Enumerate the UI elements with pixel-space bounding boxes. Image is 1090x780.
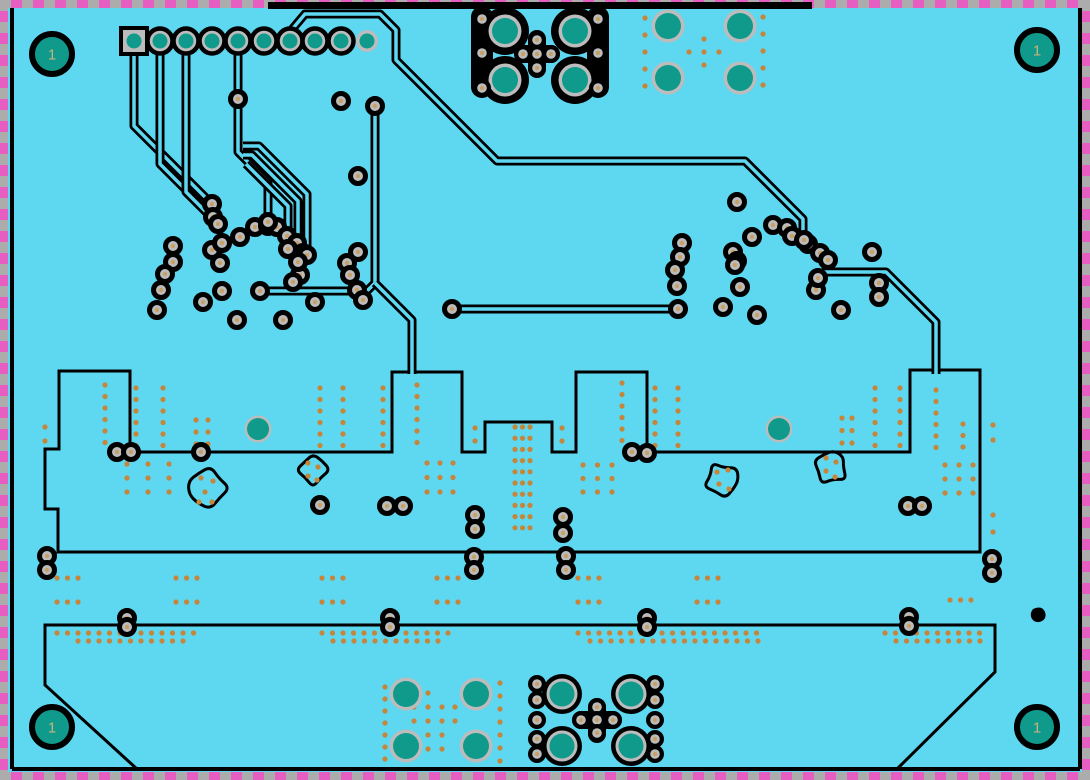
mounting-holes: 1 1 1 1 — [29, 27, 1060, 750]
mounting-hole: 1 — [29, 704, 75, 750]
connector-pad-1-square — [119, 26, 149, 56]
signal-traces — [129, 9, 941, 374]
stitch-dots — [42, 14, 996, 764]
connector-pad-plain — [356, 30, 378, 52]
plane-cutout-blobs — [187, 450, 1046, 623]
mounting-hole: 1 — [29, 31, 75, 77]
connector-pad — [145, 26, 175, 56]
mounting-hole-label: 1 — [1033, 720, 1041, 737]
connector-pad — [300, 26, 330, 56]
mounting-hole: 1 — [1014, 704, 1060, 750]
footprint-power-module-top — [471, 6, 609, 104]
connector-pad — [223, 26, 253, 56]
mounting-hole-label: 1 — [48, 47, 56, 64]
mounting-hole-label: 1 — [48, 720, 56, 737]
cutout-blob — [296, 454, 330, 487]
connector-pad — [171, 26, 201, 56]
plane-outline-mid-plane — [43, 368, 982, 554]
footprint-power-module-bottom-center — [528, 674, 664, 766]
connector-pad — [249, 26, 279, 56]
plane-outline-bottom-plane — [43, 623, 997, 771]
top-edge-copper-bar — [268, 2, 812, 9]
mounting-hole-label: 1 — [1033, 43, 1041, 60]
connector-pad — [326, 26, 356, 56]
connector-pad — [197, 26, 227, 56]
footprint-power-module-top-right — [651, 9, 757, 95]
connector-pad — [275, 26, 305, 56]
cutout-blob — [813, 450, 847, 484]
cutout-blob — [187, 467, 229, 509]
mounting-hole: 1 — [1014, 27, 1060, 73]
cutout-blob — [704, 463, 740, 498]
large-vias — [244, 415, 793, 443]
header-connector-j1 — [119, 26, 378, 56]
copper-plane-outlines — [43, 368, 997, 771]
copper-spot — [1030, 607, 1046, 623]
vias — [37, 89, 1002, 637]
footprint-power-module-bottom-left — [389, 677, 493, 763]
